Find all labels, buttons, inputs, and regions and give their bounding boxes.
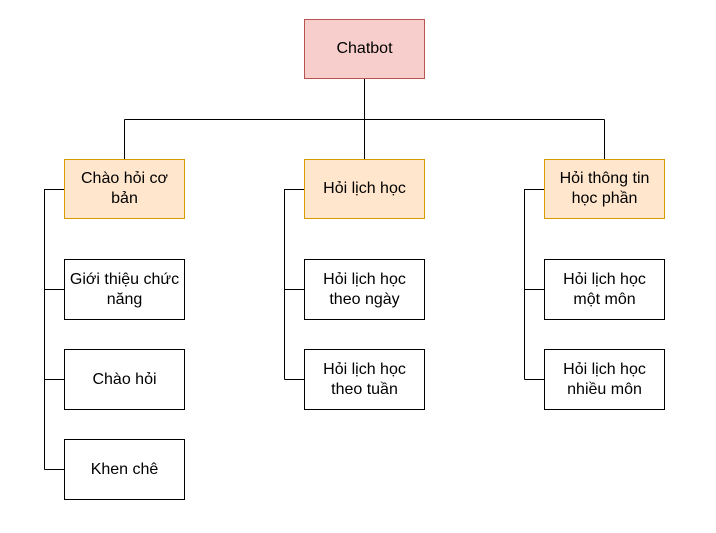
- category-node-label: Hỏi lịch học: [323, 180, 406, 197]
- item-node-schedule-by-day: Hỏi lịch học theo ngày: [304, 259, 425, 320]
- connector-spine-cat-1: [284, 189, 304, 380]
- item-node-greeting: Chào hỏi: [64, 349, 185, 410]
- item-node-label: Hỏi lịch học theo tuần: [323, 360, 406, 398]
- item-node-label: Chào hỏi: [92, 370, 157, 388]
- connector-spine-cat-0: [44, 189, 64, 470]
- item-node-label: Hỏi lịch học một môn: [563, 270, 646, 308]
- item-node-label: Hỏi lịch học nhiều môn: [563, 360, 646, 398]
- item-node-label: Hỏi lịch học theo ngày: [323, 270, 406, 308]
- category-node-ask-schedule: Hỏi lịch học: [304, 159, 425, 219]
- category-node-course-info: Hỏi thông tin học phần: [544, 159, 665, 219]
- item-node-schedule-by-week: Hỏi lịch học theo tuần: [304, 349, 425, 410]
- item-node-label: Khen chê: [90, 460, 159, 478]
- category-node-basic-greeting: Chào hỏi cơ bản: [64, 159, 185, 219]
- item-node-schedule-many-courses: Hỏi lịch học nhiều môn: [544, 349, 665, 410]
- category-node-label: Hỏi thông tin học phần: [559, 170, 650, 207]
- item-node-label: Giới thiệu chức năng: [69, 270, 180, 308]
- item-node-praise-criticism: Khen chê: [64, 439, 185, 500]
- item-node-feature-intro: Giới thiệu chức năng: [64, 259, 185, 320]
- category-node-label: Chào hỏi cơ bản: [81, 170, 168, 207]
- root-node-label: Chatbot: [336, 40, 393, 57]
- connector-spine-cat-2: [524, 189, 544, 380]
- item-node-schedule-one-course: Hỏi lịch học một môn: [544, 259, 665, 320]
- root-node-chatbot: Chatbot: [304, 19, 425, 79]
